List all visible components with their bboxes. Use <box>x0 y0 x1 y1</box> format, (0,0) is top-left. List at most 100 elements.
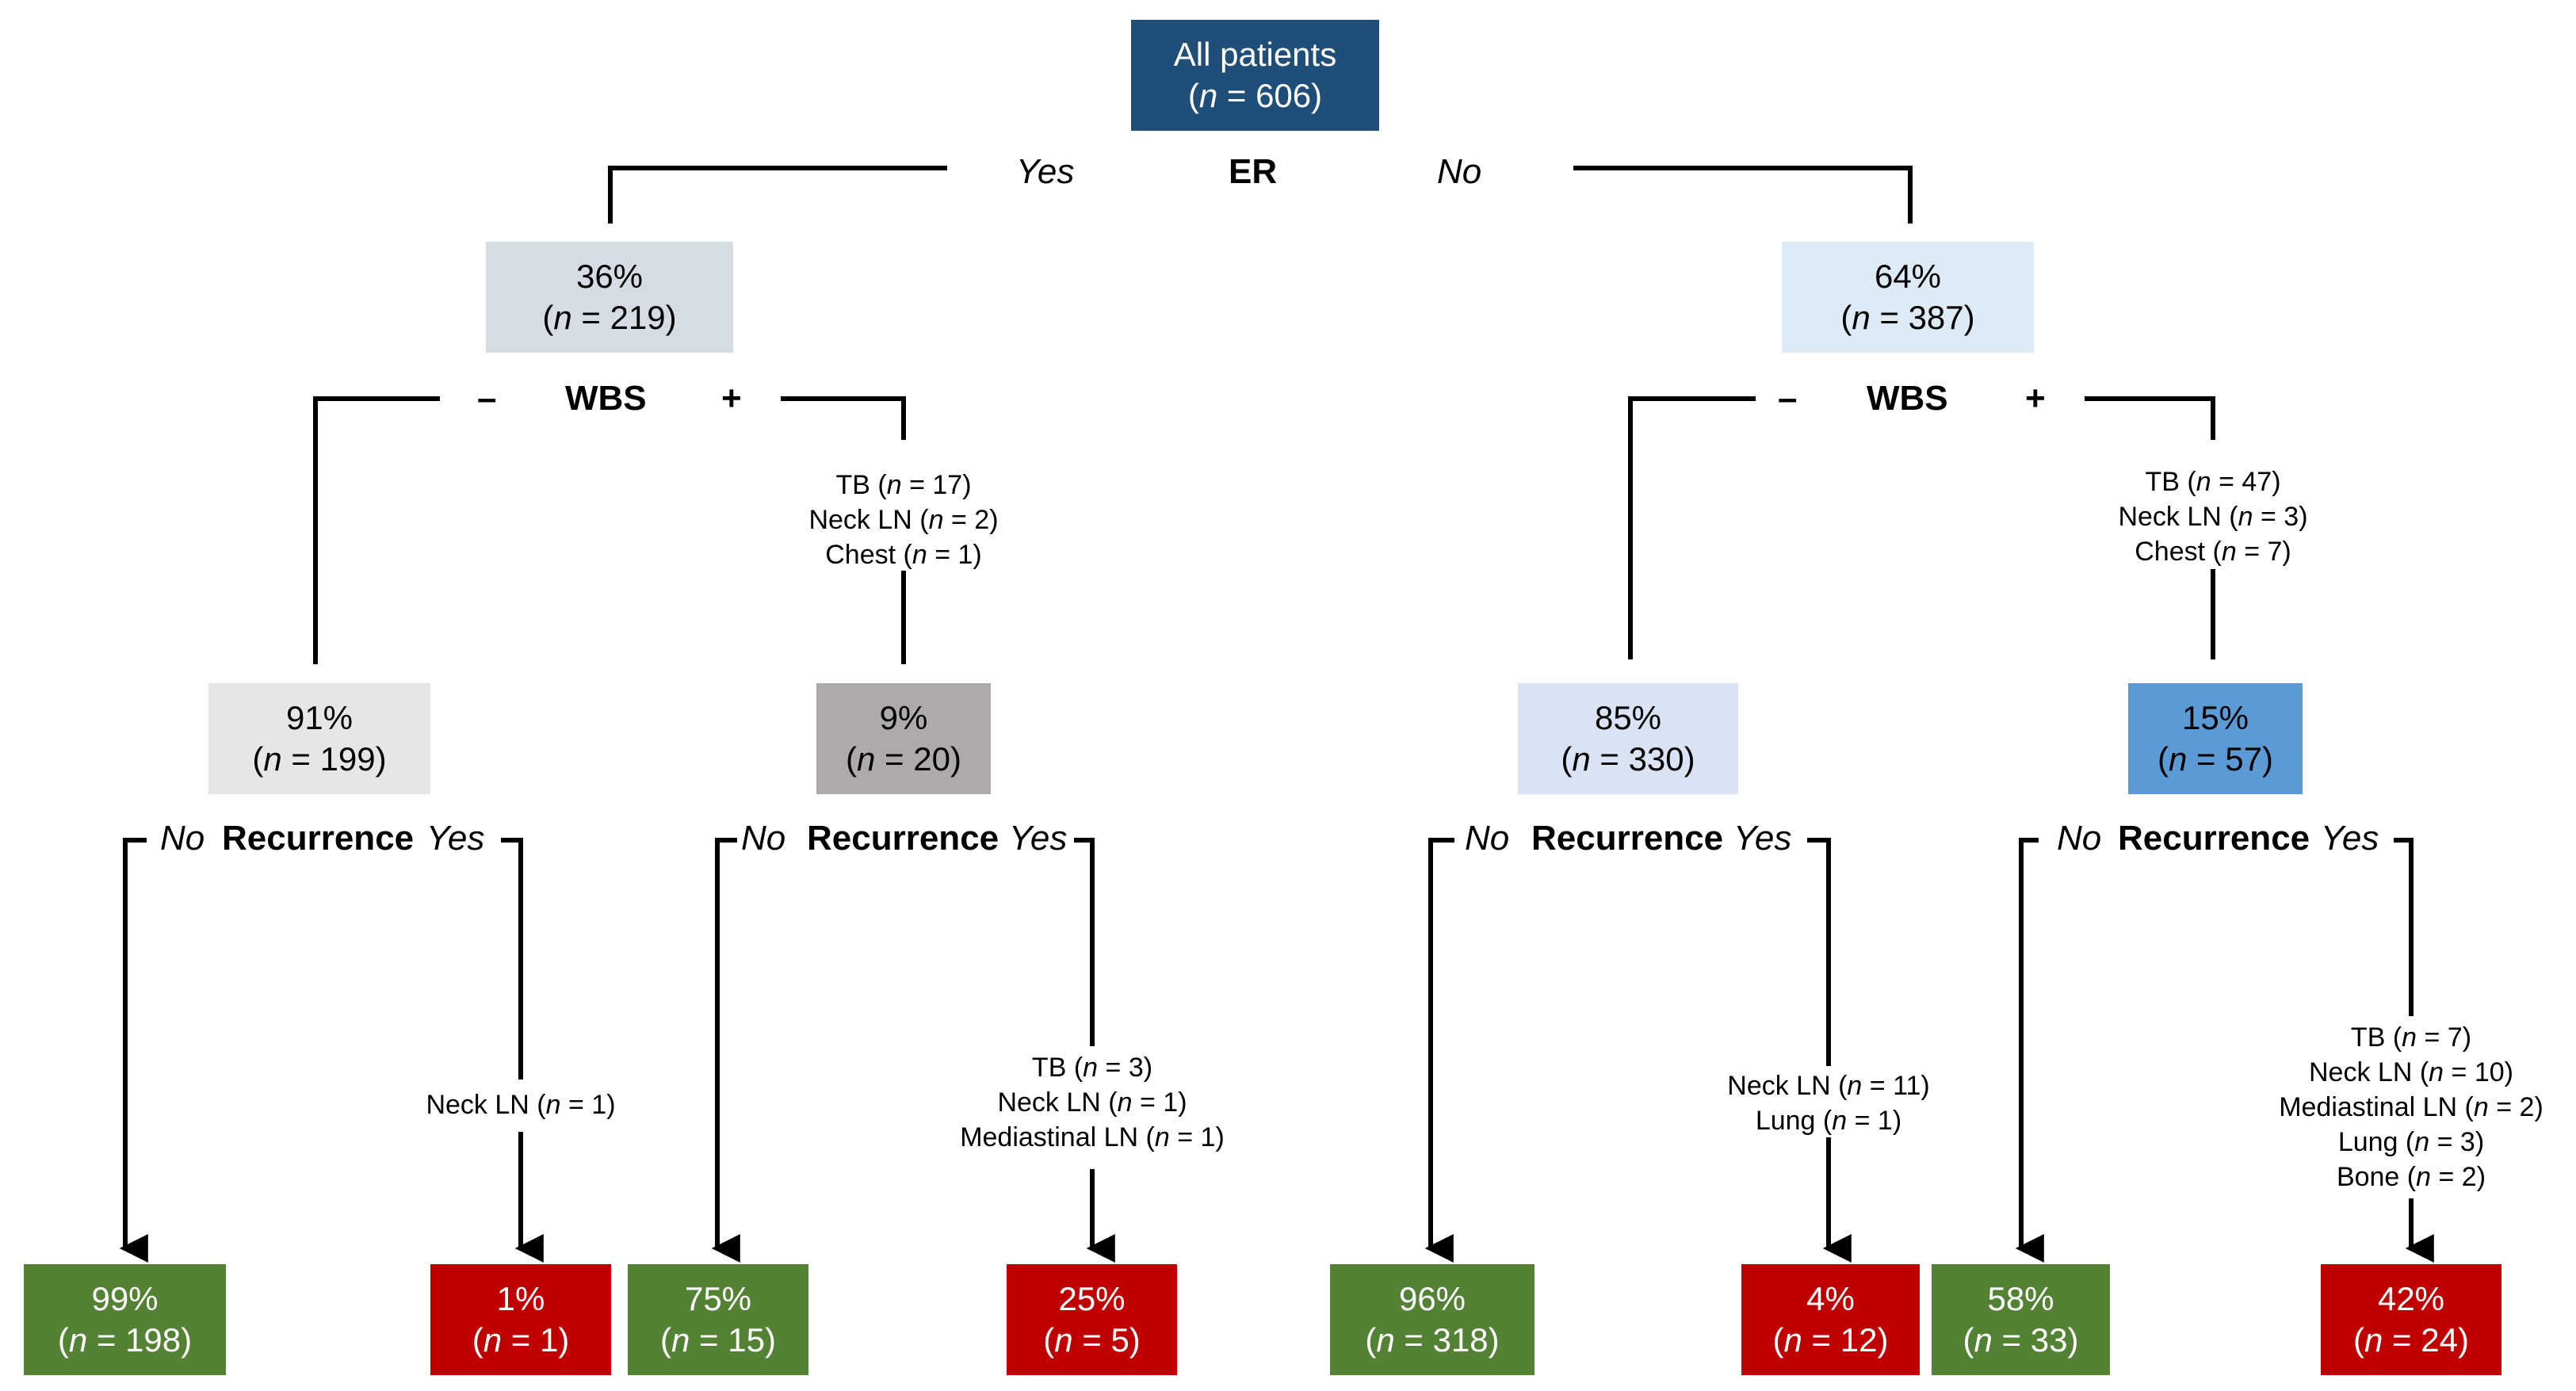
site-line: Neck LN (n = 2) <box>808 505 999 535</box>
leaf-pct: 4% <box>1806 1280 1855 1317</box>
site-line: Lung (n = 1) <box>1755 1106 1902 1136</box>
er-label: ER <box>1229 152 1278 191</box>
leaf-right-pos-no: 58% (n = 33) <box>1932 1264 2110 1375</box>
right-neg-recurrence-yes: Yes <box>1733 819 1792 858</box>
leaf-pct: 25% <box>1058 1280 1126 1317</box>
right-pos-recurrence-label: Recurrence <box>2118 819 2310 858</box>
site-line: TB (n = 3) <box>1031 1053 1153 1083</box>
left-wbs-pos-pct: 9% <box>879 699 928 736</box>
right-pos-yes-connector <box>2394 838 2414 1016</box>
er-no-connector <box>1573 166 1913 224</box>
right-wbs-neg-pct: 85% <box>1594 699 1662 736</box>
left-wbs-pos-node: 9% (n = 20) <box>816 683 991 794</box>
leaf-count: (n = 24) <box>2353 1321 2469 1359</box>
site-line: TB (n = 47) <box>2145 467 2281 497</box>
right-pos-recurrence-yes: Yes <box>2321 819 2379 858</box>
left-neg-yes-sites: Neck LN (n = 1) <box>426 1087 616 1122</box>
right-wbs-neg-count: (n = 330) <box>1561 740 1695 778</box>
er-no-label: No <box>1437 152 1482 191</box>
left-wbs-pos-label: + <box>721 379 742 418</box>
right-wbs-label: WBS <box>1867 379 1948 418</box>
site-line: Neck LN (n = 1) <box>997 1087 1187 1118</box>
right-neg-yes-sites: Neck LN (n = 11) Lung (n = 1) <box>1727 1068 1929 1138</box>
site-line: Neck LN (n = 11) <box>1727 1071 1930 1101</box>
left-wbs-pos-connector <box>781 396 906 440</box>
right-neg-no-connector <box>1424 838 1454 1263</box>
leaf-left-pos-yes: 25% (n = 5) <box>1007 1264 1177 1375</box>
er-yes-pct: 36% <box>575 258 644 295</box>
right-wbs-pos-label: + <box>2025 379 2046 418</box>
site-line: Lung (n = 3) <box>2337 1127 2485 1157</box>
right-wbs-pos-count: (n = 57) <box>2157 740 2273 778</box>
right-wbs-neg-connector <box>1628 396 1756 659</box>
er-yes-count: (n = 219) <box>542 299 677 336</box>
left-wbs-neg-node: 91% (n = 199) <box>208 683 430 794</box>
left-neg-recurrence-label: Recurrence <box>222 819 415 858</box>
leaf-left-neg-no: 99% (n = 198) <box>24 1264 226 1375</box>
right-wbs-pos-connector <box>2085 396 2215 440</box>
root-node: All patients (n = 606) <box>1131 20 1379 131</box>
site-line: Chest (n = 1) <box>825 540 982 570</box>
leaf-pct: 58% <box>1987 1280 2054 1317</box>
left-wbs-label: WBS <box>565 379 647 418</box>
left-pos-no-connector <box>711 838 740 1263</box>
left-wbs-neg-connector <box>313 396 440 664</box>
leaf-count: (n = 318) <box>1365 1321 1500 1359</box>
left-pos-recurrence-label: Recurrence <box>807 819 999 858</box>
leaf-pct: 96% <box>1398 1280 1466 1317</box>
root-count: (n = 606) <box>1187 77 1323 114</box>
left-neg-recurrence-no: No <box>160 819 205 858</box>
leaf-right-pos-yes: 42% (n = 24) <box>2321 1264 2501 1375</box>
site-line: Bone (n = 2) <box>2336 1162 2486 1192</box>
leaf-count: (n = 198) <box>57 1321 193 1359</box>
root-title: All patients <box>1173 36 1337 73</box>
leaf-pct: 1% <box>496 1280 545 1317</box>
leaf-count: (n = 15) <box>660 1321 776 1359</box>
left-wbs-neg-label: – <box>477 379 497 418</box>
right-wbs-neg-label: – <box>1778 379 1798 418</box>
site-line: Neck LN (n = 1) <box>426 1090 616 1120</box>
left-pos-yes-connector <box>1074 838 1095 1046</box>
site-line: Mediastinal LN (n = 2) <box>2279 1092 2544 1122</box>
leaf-pct: 75% <box>684 1280 752 1317</box>
leaf-count: (n = 5) <box>1043 1321 1141 1359</box>
left-neg-no-connector <box>119 838 148 1263</box>
leaf-right-neg-no: 96% (n = 318) <box>1330 1264 1535 1375</box>
er-yes-connector <box>608 166 947 224</box>
left-wbs-pos-sites: TB (n = 17) Neck LN (n = 2) Chest (n = 1… <box>808 468 998 572</box>
left-pos-recurrence-no: No <box>741 819 786 858</box>
right-wbs-neg-node: 85% (n = 330) <box>1518 683 1738 794</box>
left-pos-recurrence-yes: Yes <box>1009 819 1068 858</box>
site-line: Mediastinal LN (n = 1) <box>960 1122 1225 1152</box>
site-line: Chest (n = 7) <box>2135 537 2291 567</box>
right-pos-yes-sites: TB (n = 7) Neck LN (n = 10) Mediastinal … <box>2279 1020 2544 1194</box>
leaf-pct: 99% <box>91 1280 159 1317</box>
er-no-pct: 64% <box>1874 258 1942 295</box>
site-line: TB (n = 7) <box>2350 1022 2472 1053</box>
left-neg-recurrence-yes: Yes <box>426 819 485 858</box>
er-yes-node: 36% (n = 219) <box>486 242 733 353</box>
er-no-count: (n = 387) <box>1840 299 1975 336</box>
leaf-count: (n = 1) <box>472 1321 570 1359</box>
left-neg-yes-connector <box>501 838 523 1080</box>
leaf-right-neg-yes: 4% (n = 12) <box>1741 1264 1920 1375</box>
left-wbs-neg-pct: 91% <box>285 699 354 736</box>
right-pos-no-connector <box>2015 838 2044 1263</box>
left-pos-yes-sites: TB (n = 3) Neck LN (n = 1) Mediastinal L… <box>960 1050 1225 1155</box>
site-line: Neck LN (n = 10) <box>2309 1057 2513 1087</box>
right-neg-yes-connector <box>1807 838 1831 1066</box>
site-line: Neck LN (n = 3) <box>2118 502 2308 532</box>
left-wbs-neg-count: (n = 199) <box>252 740 387 778</box>
right-neg-recurrence-no: No <box>1465 819 1510 858</box>
leaf-left-neg-yes: 1% (n = 1) <box>430 1264 611 1375</box>
right-wbs-pos-node: 15% (n = 57) <box>2128 683 2303 794</box>
left-wbs-pos-count: (n = 20) <box>846 740 961 778</box>
leaf-pct: 42% <box>2377 1280 2445 1317</box>
er-yes-label: Yes <box>1016 152 1075 191</box>
leaf-count: (n = 12) <box>1772 1321 1889 1359</box>
right-neg-recurrence-label: Recurrence <box>1531 819 1724 858</box>
er-no-node: 64% (n = 387) <box>1782 242 2034 353</box>
leaf-count: (n = 33) <box>1963 1321 2079 1359</box>
right-wbs-pos-sites: TB (n = 47) Neck LN (n = 3) Chest (n = 7… <box>2118 464 2307 569</box>
